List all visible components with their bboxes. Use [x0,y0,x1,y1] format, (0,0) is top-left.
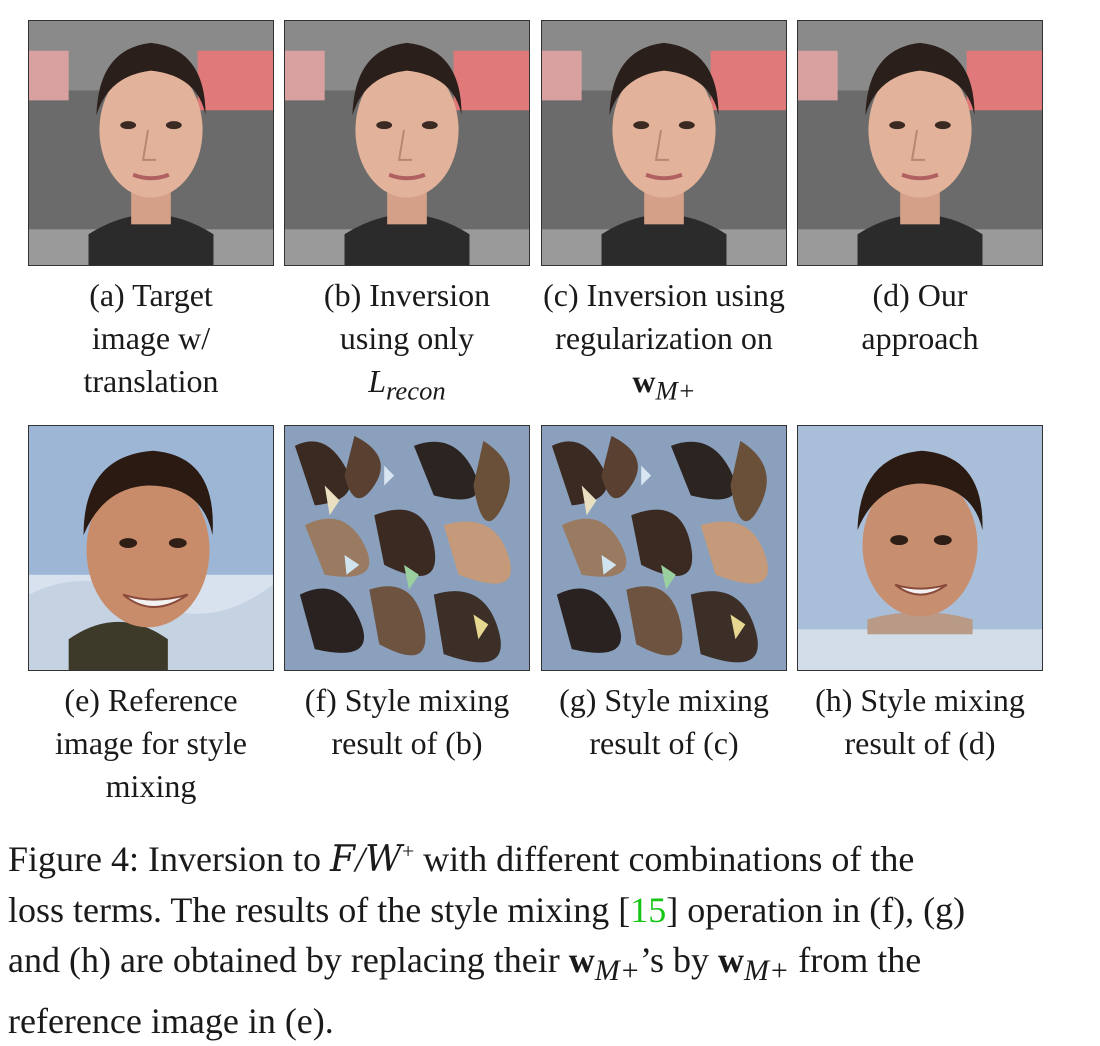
face-translated-icon [29,21,273,265]
panel-b-caption: (b) Inversion using only Lrecon [323,277,491,406]
panel-d-image [797,20,1043,266]
caption-line-3: and (h) are obtained by replacing their … [8,940,922,988]
caption-line-1: Figure 4: Inversion to F/W+ with differe… [8,839,915,880]
panel-f-caption: (f) Style mixing result of (b) [304,682,510,761]
panel-e-image [28,425,274,671]
face-mixed-icon [798,426,1042,670]
caption-line-4: reference image in (e). [8,1001,334,1042]
panel-b-image [284,20,530,266]
panel-a-caption: (a) Target image w/ translation [83,277,219,399]
math-l-sub: recon [386,375,446,406]
caption-line-2: loss terms. The results of the style mix… [8,890,966,930]
figure-caption: Figure 4: Inversion to F/W+ with differe… [8,826,1092,1046]
math-w: w [632,363,656,399]
panel-g-caption: (g) Style mixing result of (c) [559,682,769,761]
face-reference-icon [29,426,273,670]
face-inversion-reg-icon [542,21,786,265]
panel-c-caption: (c) Inversion using regularization on wM… [543,277,785,406]
panel-h-image [797,425,1043,671]
math-l: L [368,363,387,399]
artifact-collage-icon [285,426,529,670]
panel-d-caption: (d) Our approach [861,277,979,356]
math-W: W [364,839,402,880]
panel-h-caption: (h) Style mixing result of (d) [815,682,1025,761]
panel-c-image [541,20,787,266]
face-inversion-icon [285,21,529,265]
face-ours-icon [798,21,1042,265]
math-w-sub: M+ [655,375,696,406]
citation-link[interactable]: 15 [630,890,667,930]
math-F: F [329,839,355,880]
panel-e-caption: (e) Reference image for style mixing [55,682,247,804]
panel-g-image [541,425,787,671]
artifact-collage-icon [542,426,786,670]
panel-f-image [284,425,530,671]
panel-a-image [28,20,274,266]
